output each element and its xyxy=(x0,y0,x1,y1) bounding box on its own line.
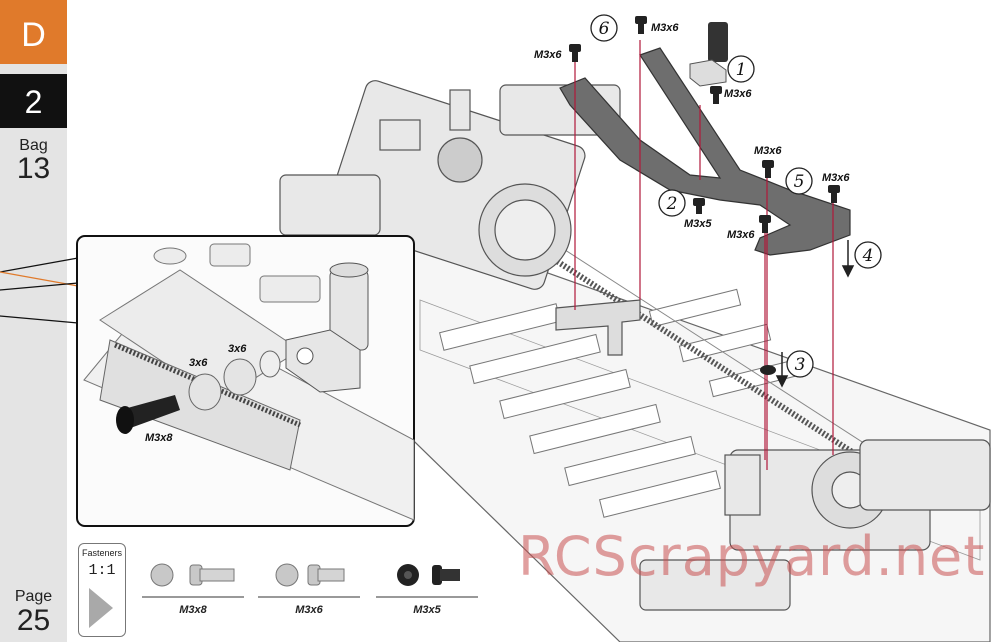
fasteners-scale: 1:1 xyxy=(88,562,116,579)
label-m3x6-mid: M3x6 xyxy=(754,145,782,157)
label-m3x6-right: M3x6 xyxy=(822,172,850,184)
step-5-marker: 5 xyxy=(794,172,805,192)
page-number: 25 xyxy=(16,604,51,637)
legend-fastener-m3x6 xyxy=(275,563,345,587)
legend-name-m3x5: M3x5 xyxy=(413,604,441,616)
step-6-marker: 6 xyxy=(599,19,610,39)
step-1-marker: 1 xyxy=(736,60,747,80)
label-m3x6-top: M3x6 xyxy=(651,22,679,34)
step-4-marker: 4 xyxy=(862,246,874,266)
label-m3x5: M3x5 xyxy=(684,218,712,230)
edge-lines xyxy=(0,257,79,324)
label-inset-m3x8: M3x8 xyxy=(145,432,173,444)
bag-number: 13 xyxy=(16,152,51,185)
watermark: RCScrapyard.net xyxy=(518,525,986,588)
step-number-tab: 2 xyxy=(0,74,67,128)
fasteners-title: Fasteners xyxy=(81,548,123,558)
label-inset-3x6-a: 3x6 xyxy=(189,357,208,369)
front-drivetrain xyxy=(639,439,991,611)
section-tab: D xyxy=(0,0,67,64)
label-m3x6-lower: M3x6 xyxy=(727,229,755,241)
spacer-part xyxy=(760,365,776,375)
screws xyxy=(569,16,840,233)
legend-name-m3x6: M3x6 xyxy=(295,604,323,616)
inset-detail xyxy=(76,235,415,527)
chassis-slots xyxy=(438,288,802,518)
fasteners-legend-box: Fasteners 1:1 xyxy=(78,543,126,637)
play-arrow-icon xyxy=(89,588,113,628)
label-inset-3x6-b: 3x6 xyxy=(228,343,247,355)
step-2-marker: 2 xyxy=(666,194,678,214)
legend-name-m3x8: M3x8 xyxy=(179,604,207,616)
page-label: Page xyxy=(14,588,53,605)
direction-arrows xyxy=(775,240,855,388)
bag-label: Bag xyxy=(19,137,48,154)
standoff-part xyxy=(689,22,728,87)
legend-fastener-m3x5 xyxy=(397,564,460,586)
legend-fastener-m3x8 xyxy=(150,563,235,587)
step-3-marker: 3 xyxy=(795,355,806,375)
label-m3x6-standoff: M3x6 xyxy=(724,88,752,100)
post-mounts xyxy=(555,299,641,356)
label-m3x6-left: M3x6 xyxy=(534,49,562,61)
top-deck-plate xyxy=(559,47,851,256)
